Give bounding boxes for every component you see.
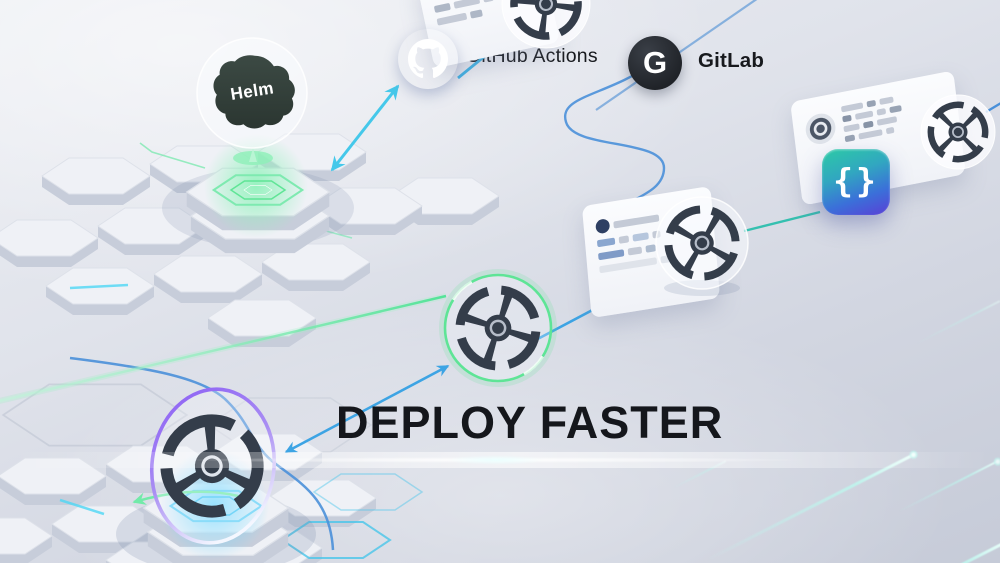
arrow-central-deploy	[284, 364, 450, 454]
helm-platform	[162, 134, 354, 254]
gitlab-monogram: G	[642, 44, 668, 80]
gitlab-label: GitLab	[698, 49, 765, 72]
arrow-helm-github	[330, 84, 400, 172]
wheel-node-right	[915, 89, 1000, 175]
helm-logo-node: Helm	[196, 37, 308, 165]
code-brackets-glyph: {}	[833, 160, 879, 200]
arrow-green-platform	[132, 490, 239, 505]
wheel-node-top	[501, 0, 591, 49]
github-logo	[398, 29, 458, 89]
line-middle-codeicon	[743, 210, 821, 233]
wheel-node-middle	[647, 188, 757, 296]
gitlab-logo: G	[628, 36, 682, 90]
headline: DEPLOY FASTER	[336, 397, 724, 448]
status-dot	[595, 218, 611, 235]
wheel-node-deploy	[124, 387, 304, 545]
helm-blob-logo: Helm	[213, 55, 295, 129]
octocat-icon	[408, 39, 448, 79]
line-green-central	[0, 294, 447, 403]
line-deploy-curve	[69, 356, 335, 551]
wheel-node-central	[439, 269, 557, 387]
reel-icon	[804, 110, 838, 147]
helm-wheel-icon	[920, 94, 997, 171]
line-rightwheel-exit	[985, 102, 1000, 114]
code-icon: {}	[822, 149, 890, 215]
